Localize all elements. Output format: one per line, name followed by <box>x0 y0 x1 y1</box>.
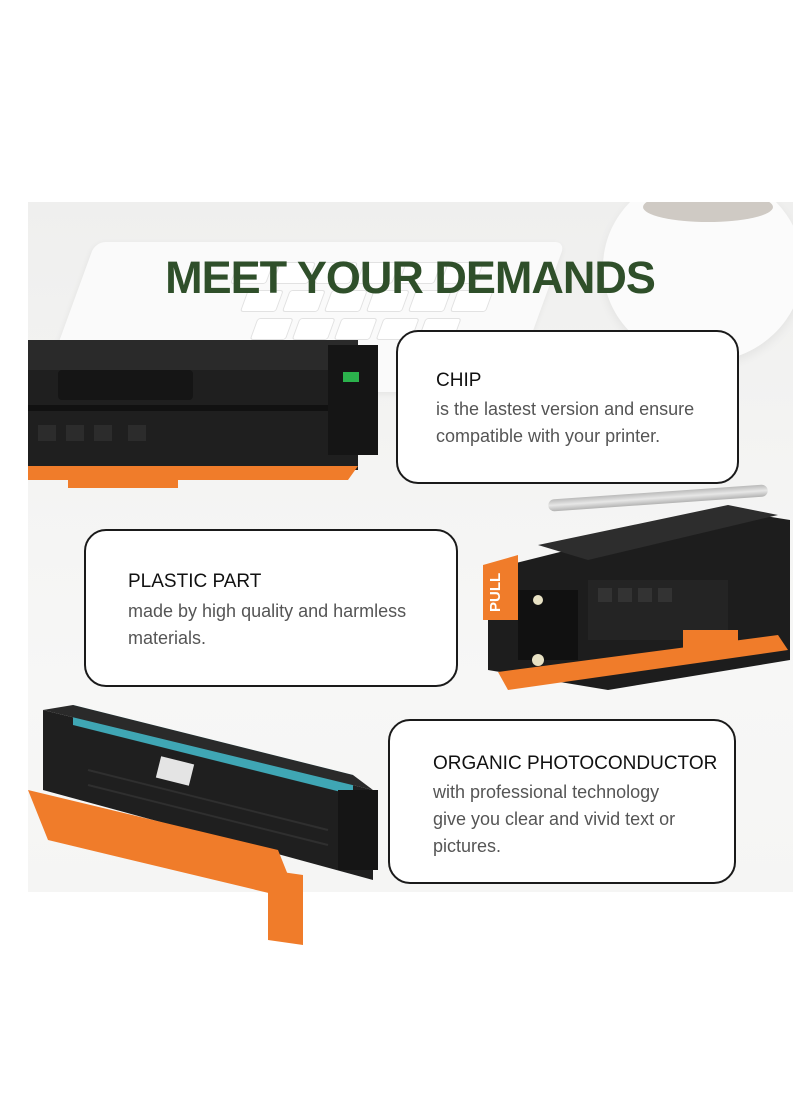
toner-cartridge-drum-view <box>28 705 378 945</box>
callout-text: made by high quality and harmless materi… <box>128 601 407 648</box>
callout-chip: CHIP is the lastest version and ensure c… <box>396 330 739 484</box>
pull-tab-label: PULL <box>487 573 504 612</box>
callout-text: is the lastest version and ensure compat… <box>436 399 695 446</box>
callout-plastic-part: PLASTIC PART made by high quality and ha… <box>84 529 458 687</box>
callout-organic-photoconductor: ORGANIC PHOTOCONDUCTOR with professional… <box>388 719 736 884</box>
callout-title: PLASTIC PART <box>128 571 262 592</box>
callout-title: ORGANIC PHOTOCONDUCTOR <box>433 753 718 774</box>
page-title: MEET YOUR DEMANDS <box>165 252 656 303</box>
toner-cartridge-chip-view <box>28 340 378 488</box>
callout-text: with professional technology give you cl… <box>433 782 676 856</box>
callout-title: CHIP <box>436 370 482 391</box>
toner-cartridge-side-view: PULL <box>483 505 790 690</box>
